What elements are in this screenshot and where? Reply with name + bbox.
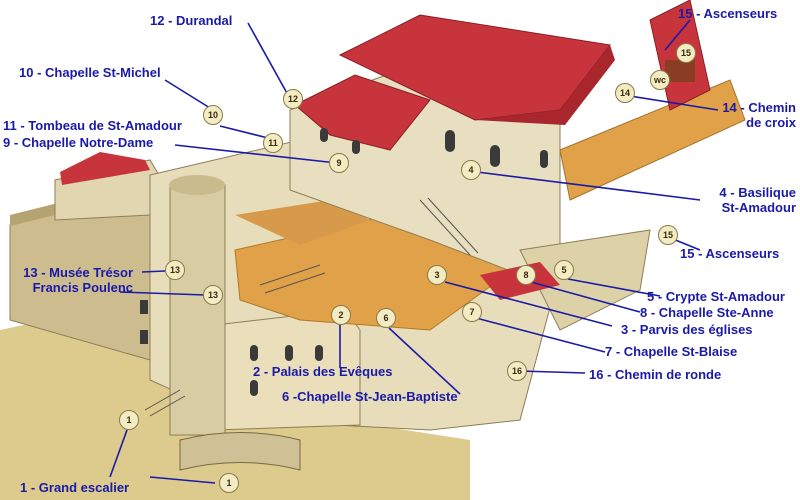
label-basilique-line1: 4 - Basilique [719,185,796,200]
label-chemin-de-ronde: 16 - Chemin de ronde [589,367,722,382]
badge-9: 9 [329,153,349,173]
right-rampart [519,229,651,331]
badge-3: 3 [427,265,447,285]
badge-8: 8 [516,265,536,285]
label-palais-des-eveques: 2 - Palais des Evêques [253,364,393,379]
badge-11: 11 [263,133,283,153]
chemin-walkway [559,79,746,201]
label-musee-tresor: 13 - Musée Trésor Francis Poulenc [0,265,133,295]
grand-stair [179,432,301,471]
label-parvis-des-eglises: 3 - Parvis des églises [621,322,753,337]
badge-10: 10 [203,105,223,125]
label-ascenseurs-right: 15 - Ascenseurs [680,246,780,261]
badge-2: 2 [331,305,351,325]
badge-1: 1 [219,473,239,493]
label-musee-line1: 13 - Musée Trésor [23,265,133,280]
badge-6: 6 [376,308,396,328]
badge-7: 7 [462,302,482,322]
label-durandal: 12 - Durandal [150,13,233,28]
label-chemin-croix-line1: 14 - Chemin [722,100,796,115]
badge-1: 1 [119,410,139,430]
badge-13: 13 [165,260,185,280]
label-chapelle-notre-dame: 9 - Chapelle Notre-Dame [3,135,154,150]
label-chapelle-st-michel: 10 - Chapelle St-Michel [19,65,161,80]
badge-15: 15 [658,225,678,245]
label-ascenseurs-top: 15 - Ascenseurs [678,6,778,21]
badge-12: 12 [283,89,303,109]
label-tombeau-st-amadour: 11 - Tombeau de St-Amadour [3,118,182,133]
badge-5: 5 [554,260,574,280]
badge-16: 16 [507,361,527,381]
label-chapelle-st-jean-baptiste: 6 -Chapelle St-Jean-Baptiste [282,389,458,404]
badge-15: 15 [676,43,696,63]
label-grand-escalier: 1 - Grand escalier [20,480,130,495]
badge-13: 13 [203,285,223,305]
label-chemin-de-croix: 14 - Chemin de croix [700,100,796,130]
round-tower [169,184,226,436]
label-musee-line2: Francis Poulenc [32,280,133,295]
label-chapelle-st-blaise: 7 - Chapelle St-Blaise [605,344,738,359]
blank-patch [5,13,75,25]
blank-patch [5,42,205,56]
label-chemin-croix-line2: de croix [746,115,796,130]
label-basilique-line2: St-Amadour [721,200,796,215]
badge-4: 4 [461,160,481,180]
label-chapelle-ste-anne: 8 - Chapelle Ste-Anne [640,305,774,320]
label-basilique: 4 - Basilique St-Amadour [690,185,796,215]
label-crypte-st-amadour: 5 - Crypte St-Amadour [647,289,785,304]
badge-14: 14 [615,83,635,103]
badge-wc: wc [650,70,670,90]
